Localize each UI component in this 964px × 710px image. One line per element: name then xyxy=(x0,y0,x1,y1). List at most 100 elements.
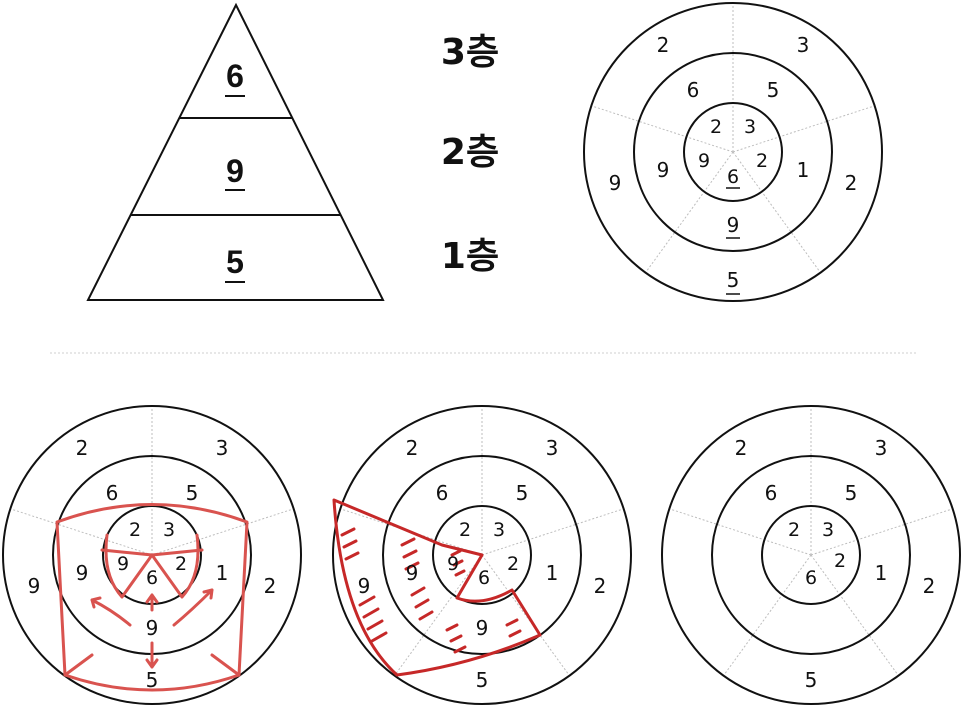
outer-value: 2 xyxy=(594,574,607,598)
layer-1-label: 1층 xyxy=(441,236,499,277)
path xyxy=(445,623,467,654)
outer-value: 2 xyxy=(845,171,858,195)
inner-value: 6 xyxy=(478,567,490,589)
circle-diagram-bottom-middle: 2 3 2 5 9 6 5 1 9 9 2 3 2 6 9 xyxy=(332,405,632,705)
spoke xyxy=(394,554,483,676)
middle-value: 1 xyxy=(546,561,559,585)
spoke xyxy=(732,151,821,273)
middle-value: 5 xyxy=(516,481,529,505)
outer-value: 3 xyxy=(875,436,888,460)
middle-value: 6 xyxy=(765,481,778,505)
spoke xyxy=(723,554,812,676)
inner-value: 2 xyxy=(756,150,768,172)
middle-ring xyxy=(382,455,582,655)
path xyxy=(450,549,466,577)
inner-value: 2 xyxy=(710,116,722,138)
spoke xyxy=(669,508,812,556)
pyramid: 6 9 5 xyxy=(86,2,385,301)
highlight-rotated-sectors xyxy=(332,498,542,677)
middle-value: 6 xyxy=(687,78,700,102)
path xyxy=(410,586,434,621)
path xyxy=(340,527,360,561)
inner-ring xyxy=(683,102,783,202)
spoke xyxy=(481,554,570,676)
middle-value: 9 xyxy=(727,213,740,237)
middle-value: 1 xyxy=(797,158,810,182)
middle-value: 5 xyxy=(767,78,780,102)
circle-diagram-bottom-left: 2 3 2 5 9 6 5 1 9 9 2 3 2 6 9 xyxy=(2,405,302,705)
outer-value: 2 xyxy=(923,574,936,598)
path xyxy=(358,595,388,643)
outer-value: 2 xyxy=(264,574,277,598)
outer-ring xyxy=(583,2,883,302)
inner-value: 3 xyxy=(822,519,834,541)
middle-ring xyxy=(633,52,833,252)
inner-value: 3 xyxy=(744,116,756,138)
spoke xyxy=(732,105,875,153)
pyramid-outline xyxy=(86,2,385,301)
outer-value: 3 xyxy=(216,436,229,460)
outer-value: 2 xyxy=(657,33,670,57)
outer-value: 5 xyxy=(476,668,489,692)
inner-value: 3 xyxy=(163,519,175,541)
inner-value: 9 xyxy=(117,553,129,575)
outer-value: 9 xyxy=(28,574,41,598)
spoke xyxy=(591,105,734,153)
highlight-outer-edge xyxy=(63,653,241,677)
inner-value: 6 xyxy=(727,166,739,188)
inner-value: 9 xyxy=(447,553,459,575)
spoke xyxy=(645,151,734,273)
inner-value: 3 xyxy=(493,519,505,541)
inner-value: 6 xyxy=(146,567,158,589)
outer-value: 3 xyxy=(797,33,810,57)
layer-3-label: 3층 xyxy=(441,32,499,73)
middle-value: 5 xyxy=(186,481,199,505)
outer-value: 2 xyxy=(76,436,89,460)
spoke xyxy=(810,554,899,676)
outer-ring xyxy=(2,405,302,705)
path xyxy=(505,618,522,638)
inner-value: 2 xyxy=(834,550,846,572)
highlight-inner-sector xyxy=(104,533,200,599)
inner-value: 2 xyxy=(788,519,800,541)
pyramid-middle-value: 9 xyxy=(226,153,244,189)
outer-ring xyxy=(661,405,961,705)
middle-value: 1 xyxy=(216,561,229,585)
outer-value: 5 xyxy=(727,268,740,292)
circle-diagram-top: 2 3 2 5 9 6 5 1 9 9 2 3 2 6 9 xyxy=(583,2,883,302)
inner-ring xyxy=(761,505,861,605)
spoke xyxy=(810,508,953,556)
outer-value: 2 xyxy=(406,436,419,460)
outer-value: 2 xyxy=(735,436,748,460)
arrow-left-icon xyxy=(90,596,132,627)
layer-2-label: 2층 xyxy=(441,132,499,173)
outer-value: 5 xyxy=(805,668,818,692)
outer-value: 3 xyxy=(546,436,559,460)
inner-value: 2 xyxy=(507,553,519,575)
inner-ring xyxy=(432,505,532,605)
outer-value: 9 xyxy=(609,171,622,195)
hatch-marks xyxy=(340,527,522,654)
inner-value: 2 xyxy=(175,553,187,575)
middle-value: 9 xyxy=(476,616,489,640)
middle-ring xyxy=(711,455,911,655)
inner-value: 2 xyxy=(459,519,471,541)
inner-value: 6 xyxy=(805,567,817,589)
inner-value: 2 xyxy=(129,519,141,541)
middle-value: 5 xyxy=(845,481,858,505)
middle-value: 6 xyxy=(436,481,449,505)
path xyxy=(400,537,420,571)
arrow-up-icon xyxy=(145,593,159,612)
outer-ring xyxy=(332,405,632,705)
spoke xyxy=(481,508,624,556)
spoke xyxy=(151,508,294,556)
outer-value: 5 xyxy=(146,668,159,692)
pyramid-top-value: 6 xyxy=(226,58,244,94)
middle-value: 6 xyxy=(106,481,119,505)
inner-value: 9 xyxy=(698,150,710,172)
middle-value: 1 xyxy=(875,561,888,585)
middle-value: 9 xyxy=(657,158,670,182)
spoke xyxy=(10,508,153,556)
outer-value: 9 xyxy=(358,574,371,598)
spoke xyxy=(340,508,483,556)
